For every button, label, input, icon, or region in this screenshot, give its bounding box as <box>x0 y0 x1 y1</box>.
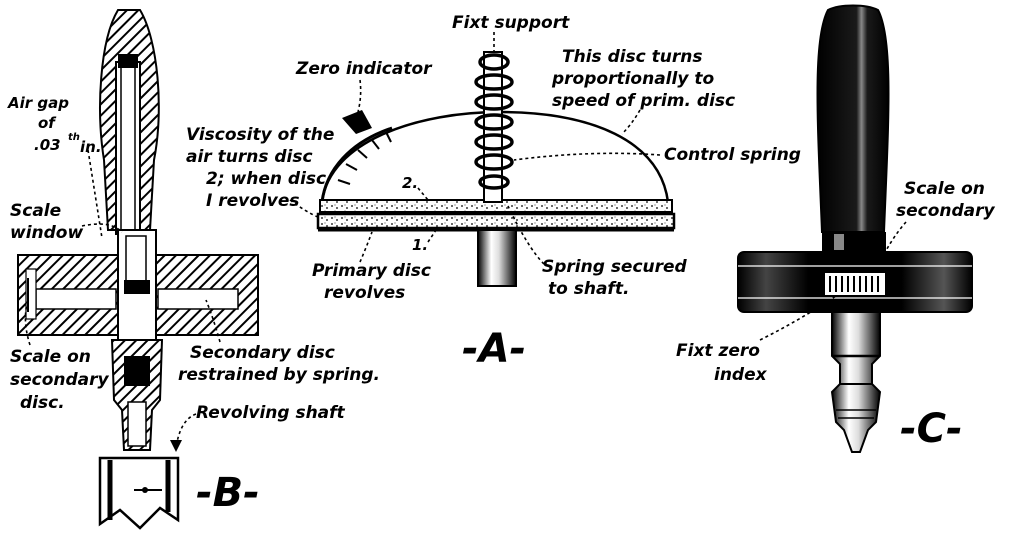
zero-indicator-pointer <box>342 110 372 134</box>
label-fixt-zero-1: Fixt zero <box>676 341 760 361</box>
dome-scale-ticks <box>337 131 392 185</box>
panel-c-tag: -C- <box>900 406 963 452</box>
label-air-gap-2: of <box>38 114 57 132</box>
label-fixt-support: Fixt support <box>452 13 570 33</box>
label-scale-on-secondary-2: secondary <box>896 201 996 221</box>
label-spring-secured-1: Spring secured <box>542 257 688 277</box>
label-primary-1: Primary disc <box>312 261 431 281</box>
label-primary-2: revolves <box>324 283 405 303</box>
label-secondary-restrained-2: restrained by spring. <box>178 365 380 385</box>
disc-shaft <box>477 229 517 287</box>
label-disc-2: 2. <box>402 174 418 192</box>
disc-1 <box>316 212 676 230</box>
panel-c-exterior: Scale on secondary Fixt zero index -C- <box>676 4 996 453</box>
black-handle <box>816 4 890 233</box>
label-air-gap-1: Air gap <box>7 94 69 112</box>
panel-a-tag: -A- <box>462 326 526 372</box>
label-scale-on-secondary-disc-2: secondary <box>10 370 110 390</box>
label-air-gap-sup: th <box>68 132 80 143</box>
label-air-gap-unit: in. <box>80 138 102 156</box>
panel-a-disc-assembly: Fixt support Zero indicator This disc tu… <box>186 13 801 372</box>
label-scale-on-secondary-1: Scale on <box>904 179 985 199</box>
revolving-shaft-shape <box>98 456 180 530</box>
label-viscosity-3: 2; when disc <box>206 169 326 189</box>
label-scale-window-2: window <box>10 223 83 243</box>
label-fixt-zero-2: index <box>714 365 768 385</box>
label-disc-turns-3: speed of prim. disc <box>552 91 735 111</box>
label-air-gap-3: .03 <box>34 136 61 154</box>
label-viscosity-2: air turns disc <box>186 147 313 167</box>
label-revolving-shaft: Revolving shaft <box>196 403 346 423</box>
label-disc-turns-1: This disc turns <box>562 47 703 67</box>
label-control-spring: Control spring <box>664 145 801 165</box>
lower-stem <box>830 311 882 453</box>
label-scale-on-secondary-disc-1: Scale on <box>10 347 91 367</box>
panel-b-cross-section: Air gap of .03 th in. Scale window Scale… <box>7 9 380 530</box>
label-disc-1: 1. <box>412 236 428 254</box>
label-zero-indicator: Zero indicator <box>295 59 433 79</box>
label-disc-turns-2: proportionally to <box>551 69 714 89</box>
label-scale-window-1: Scale <box>10 201 61 221</box>
label-viscosity-1: Viscosity of the <box>186 125 334 145</box>
scale-window-ticks <box>829 276 879 292</box>
label-viscosity-4: I revolves <box>206 191 299 211</box>
label-secondary-restrained-1: Secondary disc <box>190 343 335 363</box>
panel-b-tag: -B- <box>196 470 260 516</box>
label-spring-secured-2: to shaft. <box>548 279 629 299</box>
control-spring-coil <box>474 53 514 190</box>
label-scale-on-secondary-disc-3: disc. <box>20 393 65 413</box>
